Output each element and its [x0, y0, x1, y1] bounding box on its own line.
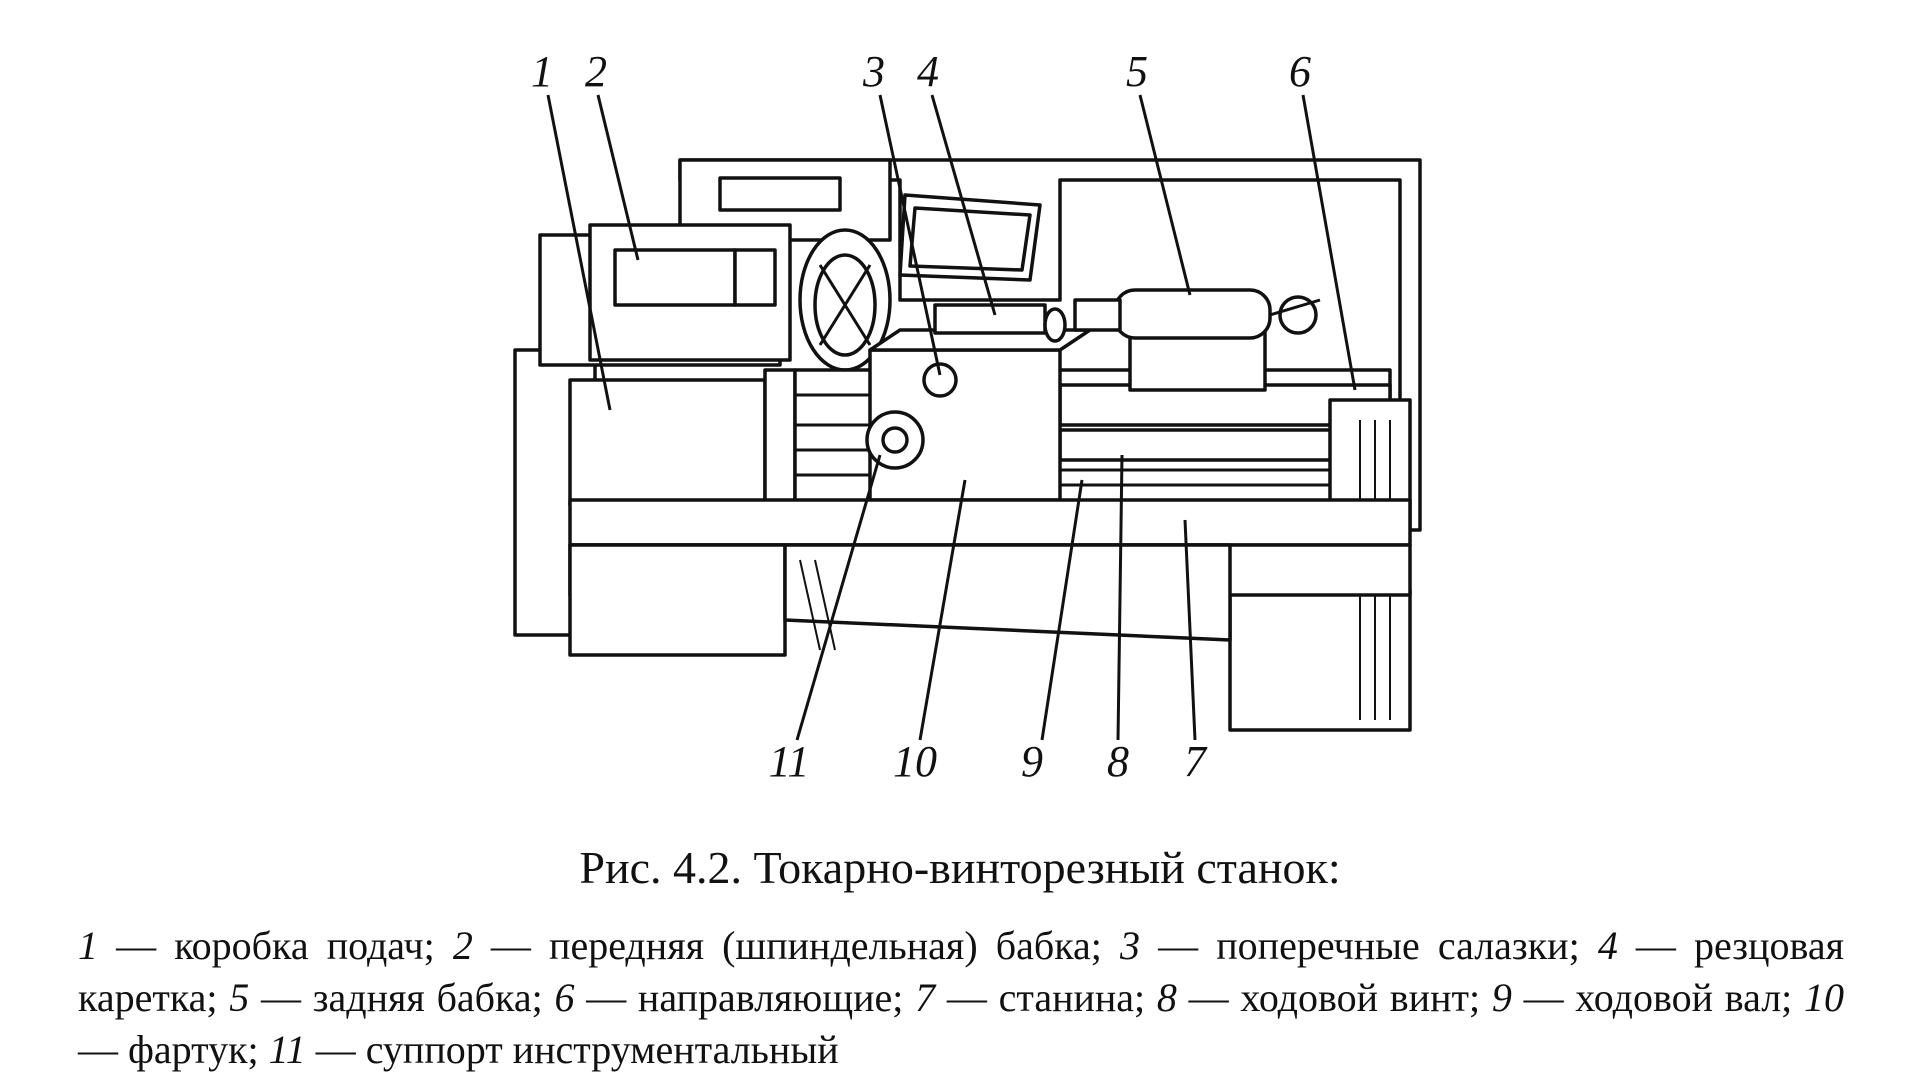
legend-num-4: 4 — [1597, 923, 1618, 968]
legend-text-4: — резцовая каретка; — [78, 923, 1845, 1020]
legend-num-2: 2 — [452, 923, 473, 968]
legend-num-10: 10 — [1804, 975, 1844, 1020]
legend-text-2: — передняя (шпиндельная) бабка; — [472, 923, 1121, 968]
legend-num-6: 6 — [554, 975, 575, 1020]
quill — [1073, 298, 1122, 332]
figure-legend: 1 — коробка подач; 2 — передняя (шпиндел… — [78, 920, 1844, 1076]
figure-caption-title: Рис. 4.2. Токарно-винторезный станок: — [579, 842, 1341, 893]
feed-box — [568, 378, 767, 507]
callout-5: 5 — [1126, 47, 1148, 96]
callout-3: 3 — [863, 47, 885, 96]
legend-num-5: 5 — [229, 975, 250, 1020]
tool-guard-inner — [908, 206, 1032, 272]
callout-4: 4 — [917, 47, 939, 96]
legend-num-11: 11 — [268, 1027, 306, 1072]
bed-front-rail — [568, 498, 1412, 547]
legend-text-9: — ходовой вал; — [1511, 975, 1804, 1020]
feed-box-side — [763, 368, 797, 507]
legend-num-3: 3 — [1120, 923, 1141, 968]
lathe-drawing — [513, 94, 1422, 741]
lathe-diagram: 1 2 3 4 5 6 7 8 9 10 11 — [513, 47, 1422, 786]
tailstock-base — [1128, 328, 1267, 392]
leader-9 — [1040, 479, 1084, 741]
legend-num-8: 8 — [1156, 975, 1177, 1020]
legend-text-8: — ходовой винт; — [1176, 975, 1492, 1020]
leader-6 — [1301, 94, 1357, 391]
callout-10: 10 — [893, 737, 937, 786]
right-pedestal — [1228, 588, 1412, 732]
leader-7 — [1183, 519, 1197, 741]
legend-text-6: — направляющие; — [574, 975, 916, 1020]
leader-2 — [596, 94, 640, 261]
legend-num-9: 9 — [1491, 975, 1512, 1020]
handwheel-hub — [881, 426, 909, 454]
callout-8: 8 — [1107, 737, 1129, 786]
left-base — [568, 543, 787, 657]
callout-6: 6 — [1289, 47, 1311, 96]
legend-text-5: — задняя бабка; — [249, 975, 555, 1020]
legend-text-1: — коробка подач; — [98, 923, 453, 968]
leader-1 — [546, 94, 612, 411]
headstock-window — [613, 248, 737, 307]
dead-center — [1043, 307, 1067, 343]
legend-text-3: — поперечные салазки; — [1140, 923, 1598, 968]
headstock-window-2 — [733, 248, 777, 307]
leader-10 — [918, 479, 967, 741]
legend-text-10: — фартук; — [78, 1027, 269, 1072]
legend-text-7: — станина; — [935, 975, 1157, 1020]
leader-8 — [1116, 454, 1124, 741]
callout-2: 2 — [585, 47, 607, 96]
chip-tray — [783, 543, 1232, 642]
legend-num-1: 1 — [78, 923, 98, 968]
callout-11: 11 — [768, 737, 810, 786]
callout-7: 7 — [1184, 737, 1206, 786]
leader-5 — [1138, 94, 1192, 296]
tailstock-body — [1113, 288, 1272, 340]
callout-9: 9 — [1021, 737, 1043, 786]
cross-slide-knob — [922, 362, 958, 398]
leader-3 — [878, 94, 942, 376]
top-box-window — [718, 176, 842, 212]
callout-1: 1 — [531, 47, 553, 96]
leader-4 — [930, 94, 997, 316]
leader-11 — [795, 454, 882, 741]
legend-text-11: — суппорт инструментальный — [305, 1027, 839, 1072]
legend-num-7: 7 — [915, 975, 936, 1020]
tailstock-wheel — [1278, 295, 1318, 335]
tool-carriage — [933, 303, 1047, 335]
